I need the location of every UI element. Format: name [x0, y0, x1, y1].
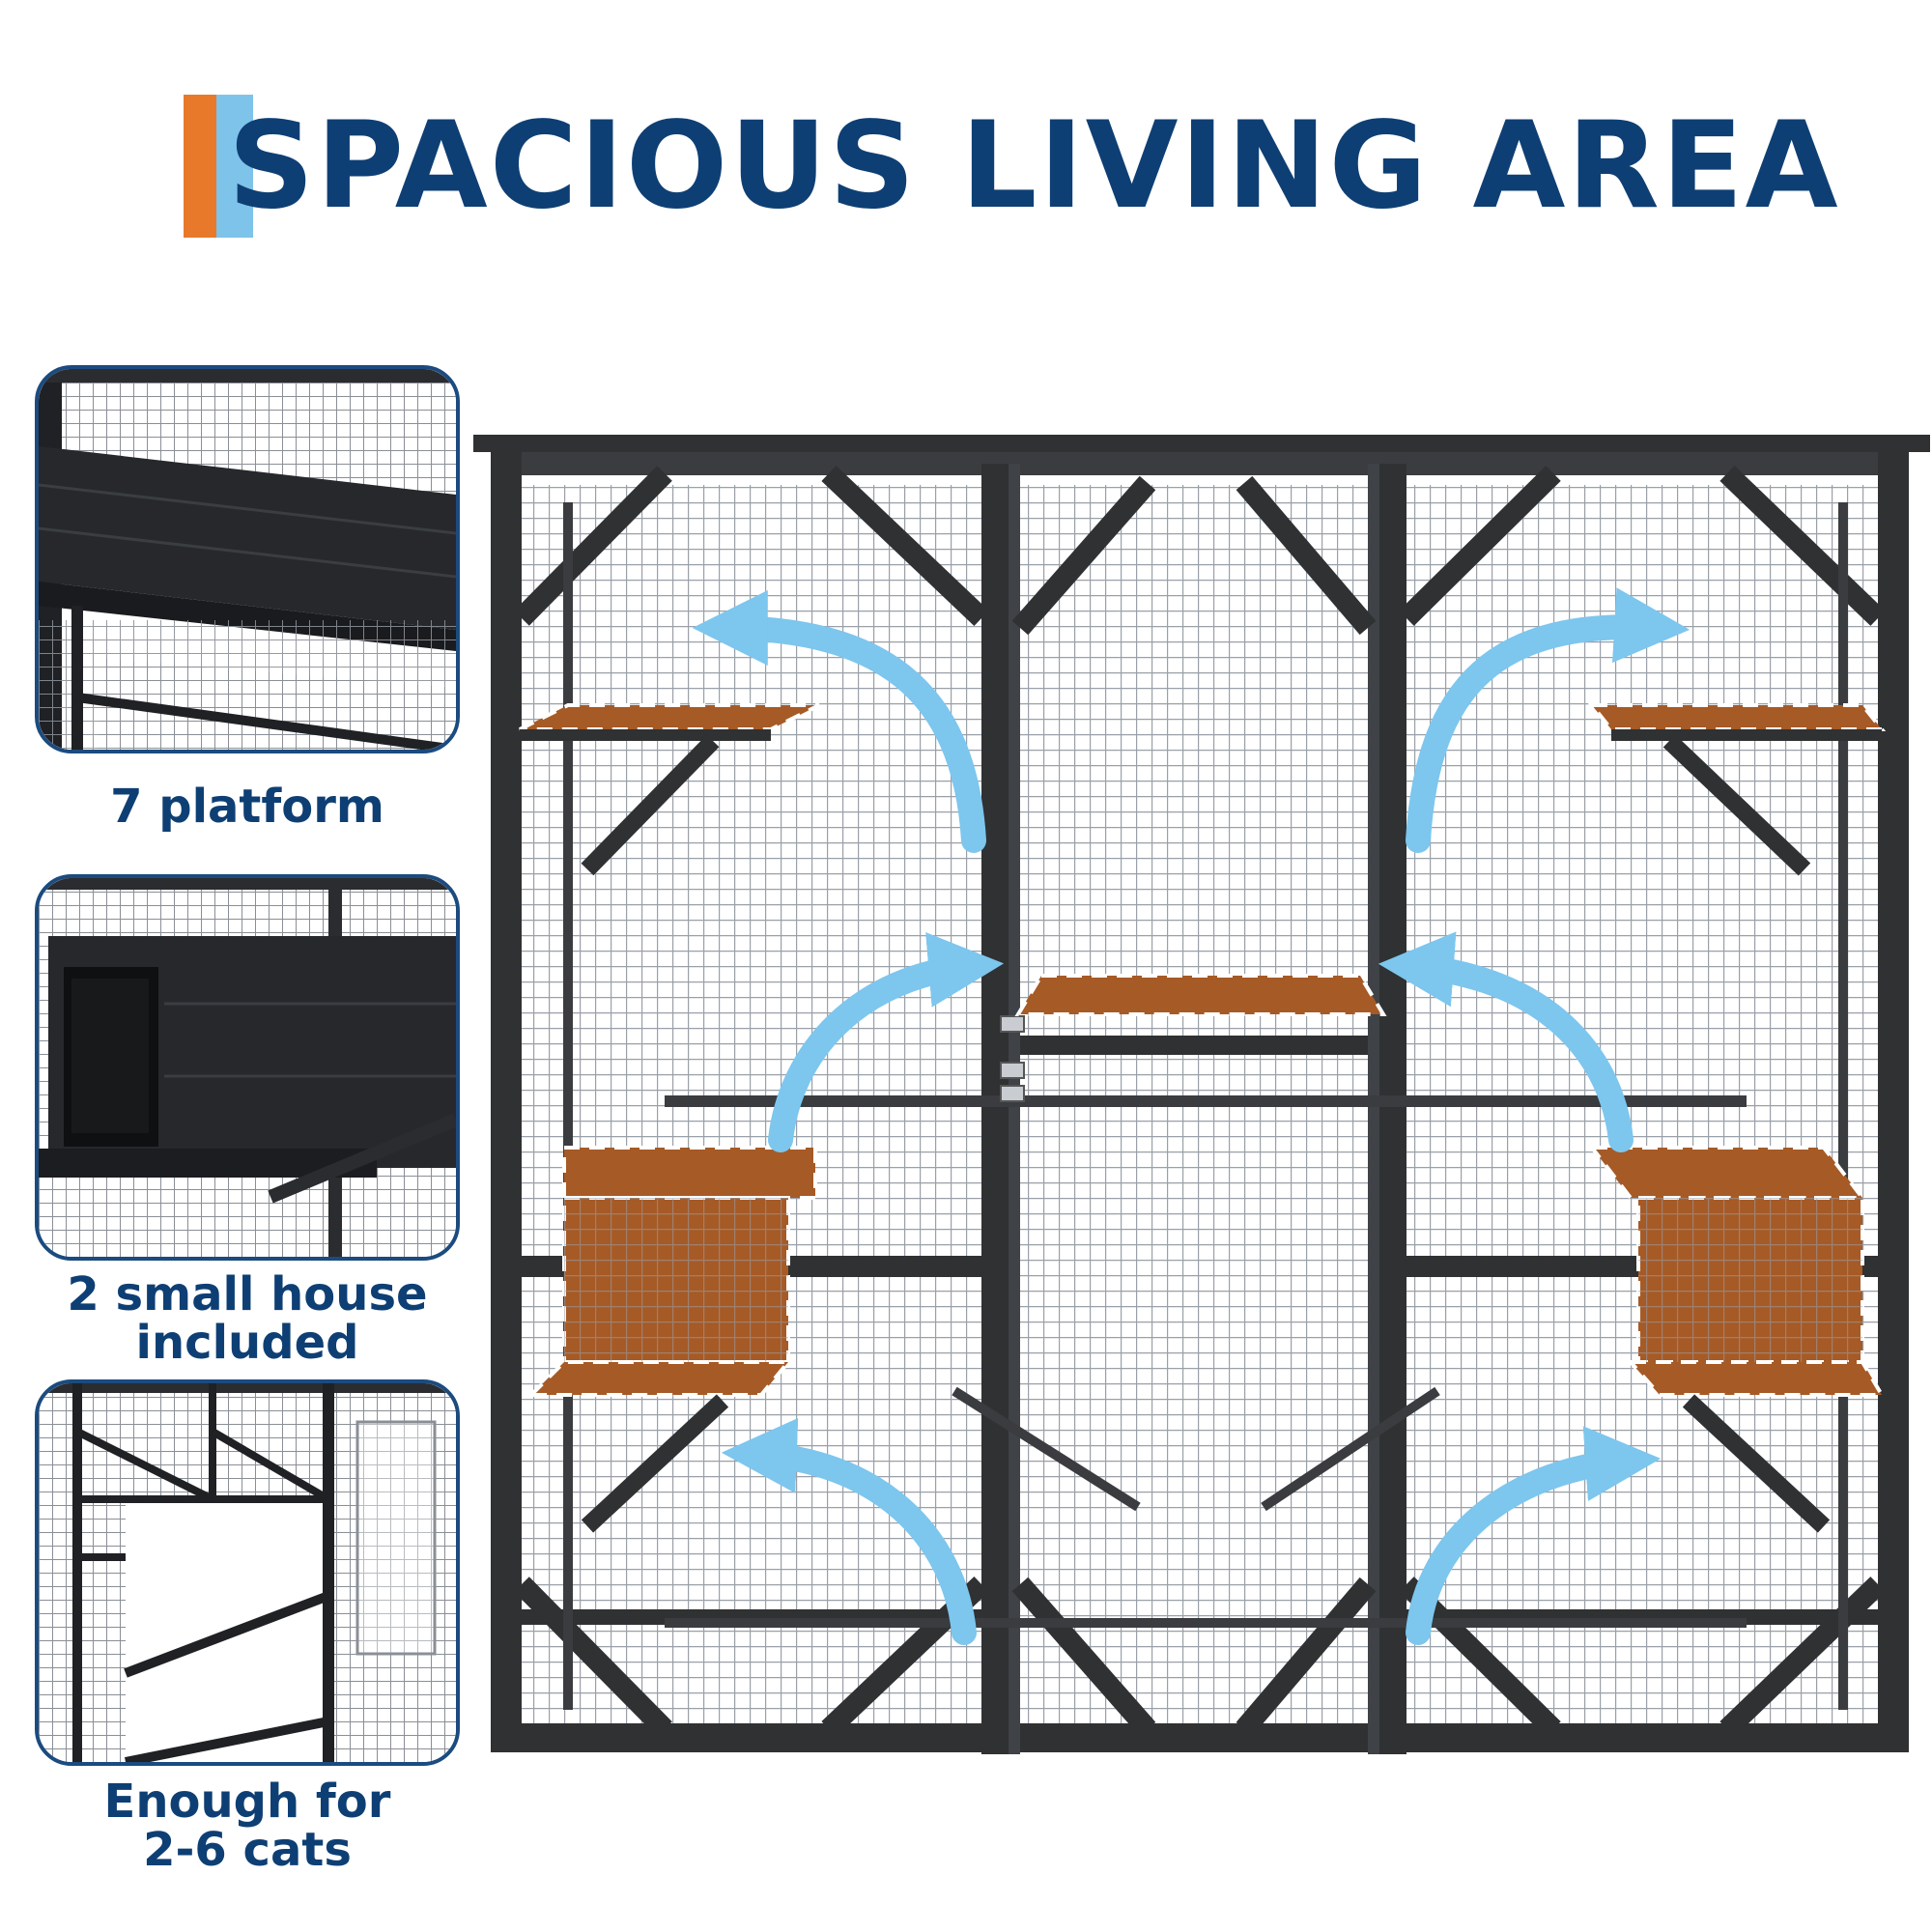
small-house-closeup-icon: [39, 878, 456, 1257]
platform-closeup-icon: [39, 369, 456, 750]
title-accent-blue-bar: [216, 95, 253, 238]
feature-capacity-caption: Enough for 2-6 cats: [15, 1777, 479, 1874]
enclosure-platforms: [519, 703, 1887, 1533]
page-title: SPACIOUS LIVING AREA: [228, 97, 1840, 236]
caption-line: 2-6 cats: [143, 1823, 352, 1877]
feature-small-house-thumbnail: [35, 874, 460, 1261]
feature-platform-caption: 7 platform: [15, 782, 479, 831]
title-accent-orange-bar: [184, 95, 216, 238]
feature-capacity-thumbnail: [35, 1379, 460, 1766]
caption-line: 2 small house: [67, 1267, 428, 1321]
feature-small-house-caption: 2 small house included: [15, 1270, 479, 1367]
caption-line: 7 platform: [110, 780, 384, 834]
enclosure-frame: [473, 435, 1930, 1754]
feature-platform-thumbnail: [35, 365, 460, 753]
enclosure-interior-closeup-icon: [39, 1383, 456, 1762]
caption-line: Enough for: [103, 1775, 391, 1829]
caption-line: included: [135, 1316, 359, 1370]
page-title-block: SPACIOUS LIVING AREA: [184, 95, 1838, 240]
movement-arrows: [692, 587, 1690, 1645]
cat-enclosure-illustration: [473, 435, 1930, 1754]
